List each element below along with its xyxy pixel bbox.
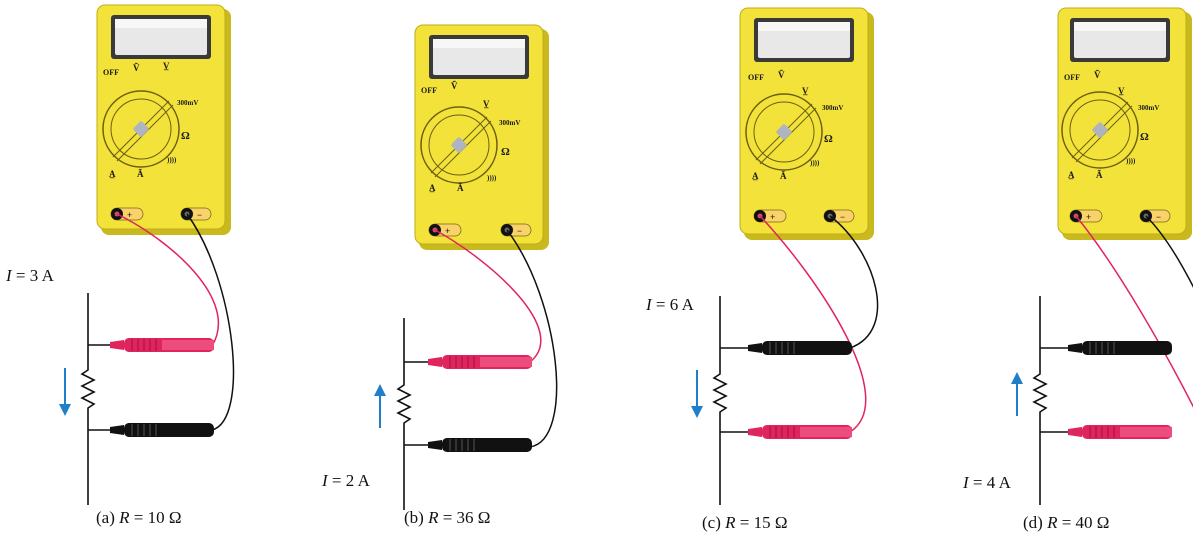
circuit xyxy=(80,293,110,505)
off-label: OFF xyxy=(103,68,119,77)
off-label: OFF xyxy=(1064,73,1080,82)
panel-caption: (b) R = 36 Ω xyxy=(404,508,490,527)
red-test-lead xyxy=(434,229,542,363)
positive-terminal-label: + xyxy=(127,210,132,220)
off-label: OFF xyxy=(421,86,437,95)
current-label: I = 6 A xyxy=(645,295,695,314)
circuit xyxy=(1032,296,1068,505)
current-label: I = 4 A xyxy=(962,473,1012,492)
ohm-label: Ω xyxy=(501,146,510,158)
panel-a: OFF Ṽ V̲ 300mV Ω )))) A̲ Ã + − xyxy=(5,4,235,527)
mv-label: 300mV xyxy=(499,119,520,127)
circuit xyxy=(396,318,428,510)
ohm-label: Ω xyxy=(1140,131,1149,143)
multimeter: OFF Ṽ V̲ 300mV Ω )))) A̲ Ã + − xyxy=(414,24,549,250)
black-test-lead xyxy=(829,215,879,349)
multimeter: OFF Ṽ V̲ 300mV Ω )))) A̲ Ã + − xyxy=(96,4,231,235)
amp-ac-label: Ã xyxy=(1096,170,1103,180)
ohm-label: Ω xyxy=(824,133,833,145)
panel-caption: (a) R = 10 Ω xyxy=(96,508,182,527)
black-probe xyxy=(1068,341,1172,355)
red-probe xyxy=(428,355,532,369)
current-arrow-up xyxy=(374,384,386,428)
volt-dc-label: V̲ xyxy=(163,61,170,71)
volt-ac-label: Ṽ xyxy=(133,63,140,73)
volt-ac-label: Ṽ xyxy=(451,81,458,91)
black-probe xyxy=(110,423,214,437)
panel-d: OFF Ṽ V̲ 300mV Ω )))) A̲ Ã + − xyxy=(962,7,1193,532)
negative-terminal-label: − xyxy=(1156,212,1161,222)
multimeter: OFF Ṽ V̲ 300mV Ω )))) A̲ Ã + − xyxy=(739,7,874,240)
amp-dc-label: A̲ xyxy=(429,183,436,193)
volt-dc-label: V̲ xyxy=(1118,86,1125,96)
red-test-lead xyxy=(759,215,867,433)
amp-dc-label: A̲ xyxy=(1068,170,1075,180)
multimeter: OFF Ṽ V̲ 300mV Ω )))) A̲ Ã + − xyxy=(1057,7,1192,240)
volt-dc-label: V̲ xyxy=(483,99,490,109)
continuity-label: )))) xyxy=(1126,157,1136,165)
circuit xyxy=(712,296,748,505)
amp-dc-label: A̲ xyxy=(109,169,116,179)
mv-label: 300mV xyxy=(1138,104,1159,112)
positive-terminal-label: + xyxy=(1086,212,1091,222)
red-probe xyxy=(748,425,852,439)
panel-caption: (d) R = 40 Ω xyxy=(1023,513,1109,532)
red-probe xyxy=(1068,425,1172,439)
current-label: I = 2 A xyxy=(321,471,371,490)
current-label: I = 3 A xyxy=(5,266,55,285)
mv-label: 300mV xyxy=(177,99,198,107)
amp-dc-label: A̲ xyxy=(752,171,759,181)
amp-ac-label: Ã xyxy=(137,169,144,179)
black-probe xyxy=(428,438,532,452)
current-arrow-down xyxy=(691,370,703,418)
positive-terminal-label: + xyxy=(445,226,450,236)
panel-caption: (c) R = 15 Ω xyxy=(702,513,788,532)
black-test-lead xyxy=(1145,215,1193,288)
panel-c: OFF Ṽ V̲ 300mV Ω )))) A̲ Ã + − xyxy=(645,7,879,532)
continuity-label: )))) xyxy=(810,159,820,167)
mv-label: 300mV xyxy=(822,104,843,112)
red-probe xyxy=(110,338,214,352)
red-test-lead xyxy=(116,213,219,347)
negative-terminal-label: − xyxy=(197,210,202,220)
amp-ac-label: Ã xyxy=(457,183,464,193)
continuity-label: )))) xyxy=(487,174,497,182)
volt-dc-label: V̲ xyxy=(802,86,809,96)
black-test-lead xyxy=(506,229,558,448)
volt-ac-label: Ṽ xyxy=(778,70,785,80)
volt-ac-label: Ṽ xyxy=(1094,70,1101,80)
off-label: OFF xyxy=(748,73,764,82)
positive-terminal-label: + xyxy=(770,212,775,222)
black-test-lead xyxy=(186,213,235,431)
negative-terminal-label: − xyxy=(840,212,845,222)
black-probe xyxy=(748,341,852,355)
current-arrow-down xyxy=(59,368,71,416)
negative-terminal-label: − xyxy=(517,226,522,236)
panel-b: OFF Ṽ V̲ 300mV Ω )))) A̲ Ã + − xyxy=(321,24,558,527)
red-test-lead xyxy=(1075,215,1193,408)
continuity-label: )))) xyxy=(167,156,177,164)
current-arrow-up xyxy=(1011,372,1023,416)
ohm-label: Ω xyxy=(181,130,190,142)
amp-ac-label: Ã xyxy=(780,171,787,181)
